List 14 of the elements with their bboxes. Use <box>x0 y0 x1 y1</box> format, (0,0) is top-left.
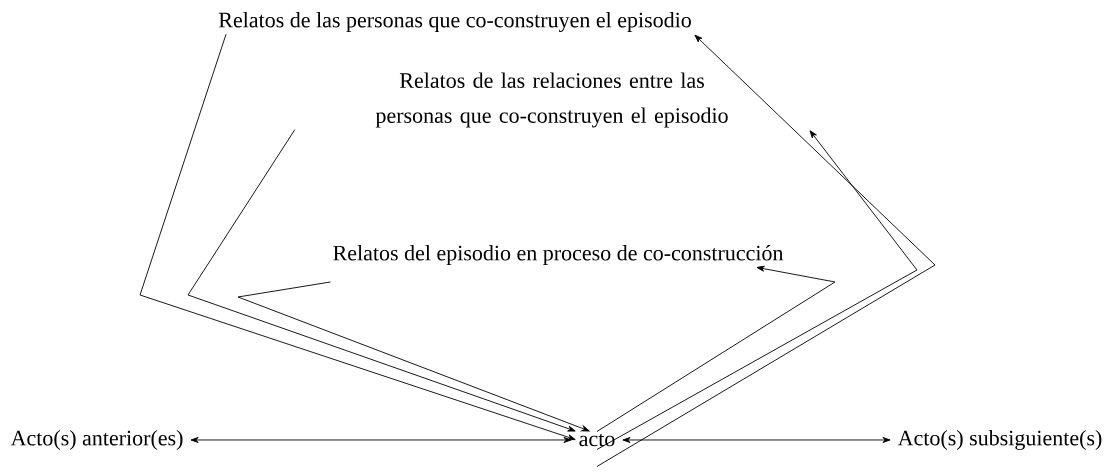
arrow <box>596 130 918 450</box>
text-label: Acto(s) anterior(es) <box>10 430 183 450</box>
text-label: Relatos del episodio en proceso de co-construcción <box>333 245 784 265</box>
arrow <box>237 281 590 432</box>
text-label: acto <box>579 433 615 447</box>
arrow <box>596 34 936 467</box>
arrow <box>190 437 572 443</box>
text-label: Acto(s) subsiguiente(s) <box>897 430 1102 450</box>
arrow <box>596 265 836 432</box>
arrow <box>139 33 576 441</box>
arrow <box>187 129 576 432</box>
arrow <box>622 437 891 443</box>
text-label: Relatos de las personas que co-construyen el episodio <box>218 12 691 32</box>
text-label: Relatos de las relaciones entre las personas que co-construyen el episodio <box>375 72 728 128</box>
